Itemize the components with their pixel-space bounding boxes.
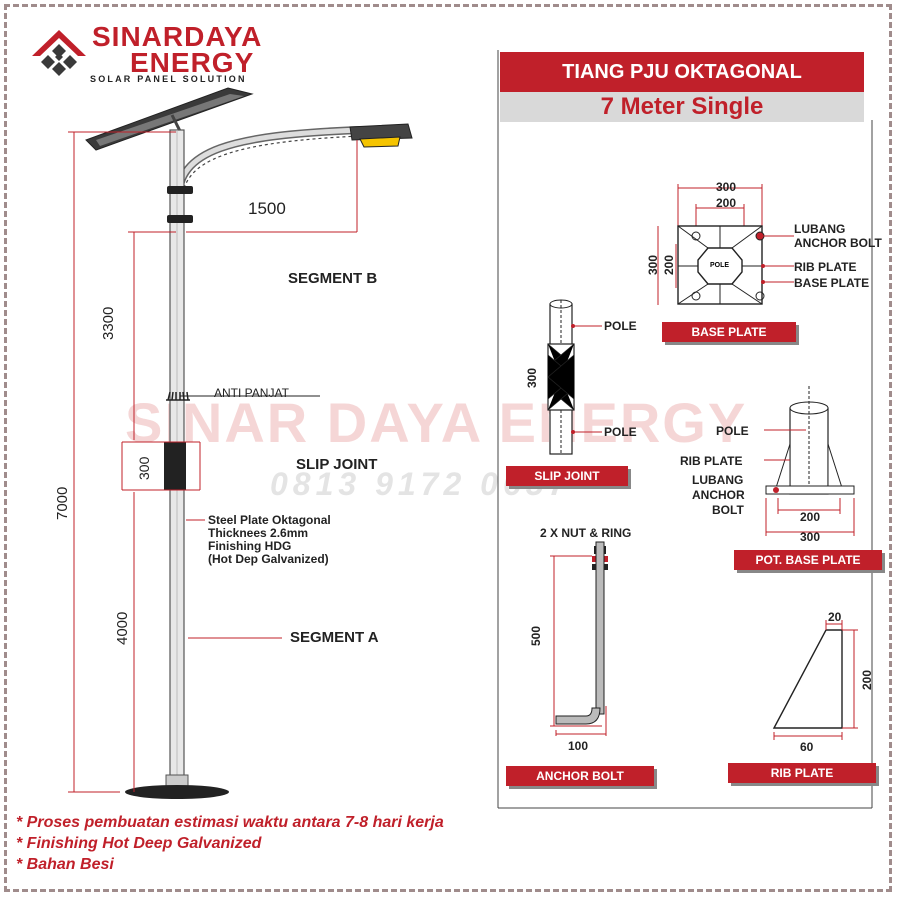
- base-plate-leaders: [761, 235, 794, 284]
- rib-top: 20: [828, 610, 842, 624]
- pot-base-drawing: [764, 386, 855, 536]
- pot-base-tag: POT. BASE PLATE: [734, 550, 882, 570]
- rib-plate-label: RIB PLATE: [794, 260, 857, 274]
- spec-line: Thicknees 2.6mm: [208, 526, 309, 540]
- anchor-nut-label: 2 X NUT & RING: [540, 526, 632, 540]
- arm-length-label: 1500: [248, 199, 286, 218]
- brand-name: SINARDAYA: [92, 21, 263, 52]
- slip-joint-pole-top: POLE: [604, 319, 637, 333]
- spec-line: Finishing HDG: [208, 539, 292, 553]
- base-plate-inner-height: 200: [662, 254, 676, 275]
- slip-joint-detail-length: 300: [525, 367, 539, 388]
- base-plate-drawing: [657, 184, 765, 305]
- slip-joint-pole-bottom: POLE: [604, 425, 637, 439]
- rib-plate-drawing: [772, 620, 858, 740]
- pole-drawing: [68, 87, 413, 799]
- anchor-bolt-drawing: [550, 541, 608, 736]
- anchor-length: 500: [529, 625, 543, 646]
- pot-base-anchor: ANCHOR: [692, 488, 745, 502]
- pot-base-outer: 300: [800, 530, 821, 544]
- spec-line: (Hot Dep Galvanized): [208, 552, 329, 566]
- note-item: * Proses pembuatan estimasi waktu antara…: [16, 814, 444, 831]
- base-plate-outer-width: 300: [716, 180, 737, 194]
- base-plate-label: BASE PLATE: [794, 276, 870, 290]
- note-item: * Finishing Hot Deep Galvanized: [16, 835, 262, 852]
- pot-base-rib-label: RIB PLATE: [680, 454, 743, 468]
- segment-a-label: SEGMENT A: [290, 629, 379, 646]
- note-item: * Bahan Besi: [16, 856, 114, 873]
- slip-joint-label: SLIP JOINT: [296, 456, 378, 473]
- pot-base-bolt: BOLT: [712, 503, 744, 517]
- rib-height: 200: [860, 669, 874, 690]
- dashed-border: [4, 4, 892, 892]
- rib-plate-tag: RIB PLATE: [728, 763, 876, 783]
- brand-tagline: SOLAR PANEL SOLUTION: [90, 74, 247, 84]
- lubang-label: LUBANG: [794, 222, 846, 236]
- anchor-foot: 100: [568, 739, 589, 753]
- brand-logo-icon: [32, 30, 86, 76]
- watermark: SINAR DAYA ENERGY: [125, 391, 748, 454]
- base-plate-outer-height: 300: [646, 254, 660, 275]
- base-plate-tag: BASE PLATE: [662, 322, 796, 342]
- notes: * Proses pembuatan estimasi waktu antara…: [16, 812, 444, 875]
- header-title: TIANG PJU OKTAGONAL: [500, 52, 864, 92]
- spec-line: Steel Plate Oktagonal: [208, 513, 331, 527]
- base-plate-inner-width: 200: [716, 196, 737, 210]
- rib-base: 60: [800, 740, 814, 754]
- brand-name-2: ENERGY: [130, 47, 255, 78]
- spec-text: Steel Plate Oktagonal Thicknees 2.6mm Fi…: [208, 514, 331, 566]
- segment-b-label: SEGMENT B: [288, 270, 378, 287]
- pot-base-lubang: LUBANG: [692, 473, 744, 487]
- pot-base-inner: 200: [800, 510, 821, 524]
- anchor-bolt-tag: ANCHOR BOLT: [506, 766, 654, 786]
- slip-joint-drawing: [547, 299, 602, 455]
- base-plate-pole-text: POLE: [710, 262, 730, 269]
- header-subtitle: 7 Meter Single: [500, 92, 864, 122]
- anchor-bolt-label: ANCHOR BOLT: [794, 236, 882, 250]
- anti-panjat-label: ANTI PANJAT: [214, 386, 289, 400]
- pot-base-pole-label: POLE: [716, 424, 749, 438]
- slip-joint-tag: SLIP JOINT: [506, 466, 628, 486]
